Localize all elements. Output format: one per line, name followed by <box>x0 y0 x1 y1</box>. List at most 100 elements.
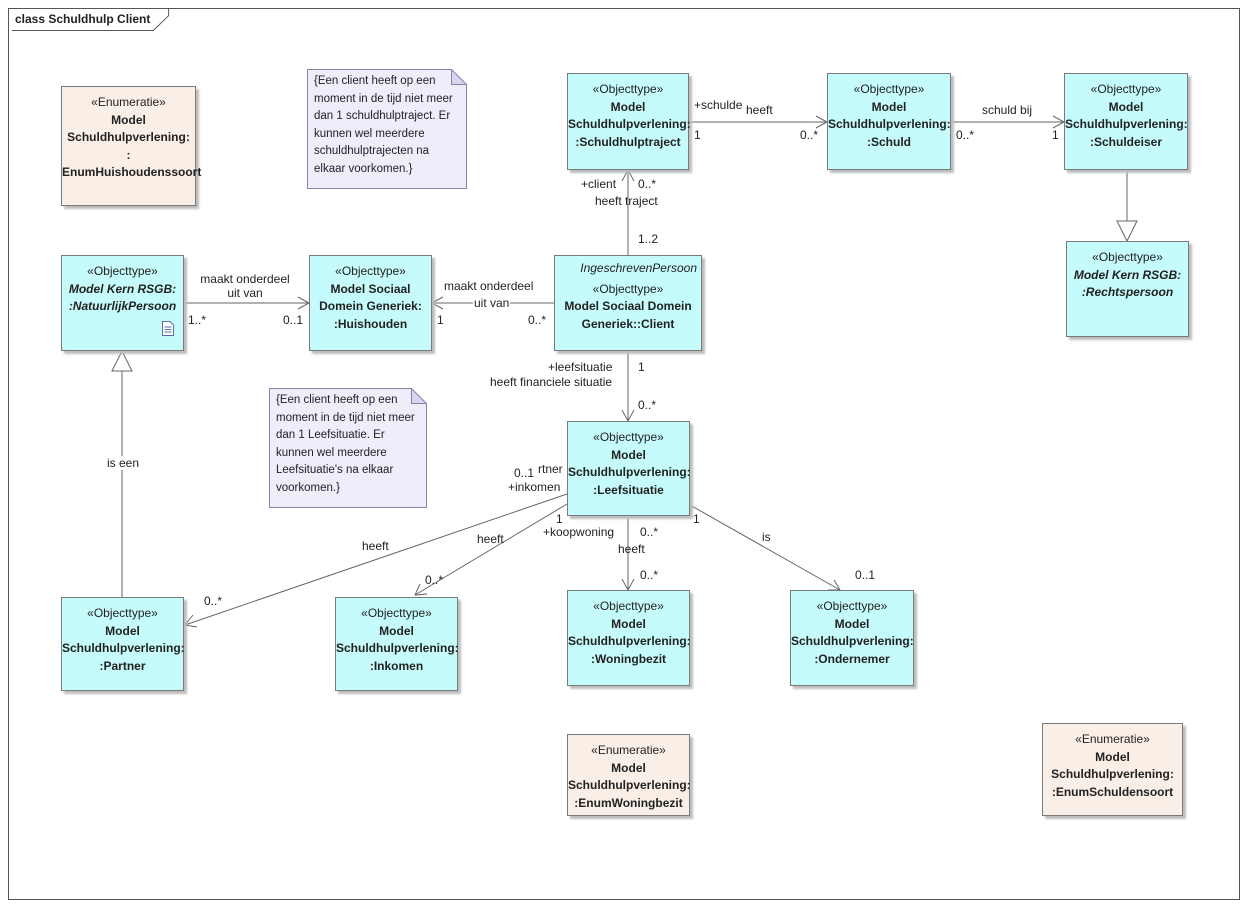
stereotype: «Objecttype» <box>816 599 888 613</box>
enum-schuldensoort[interactable]: «Enumeratie» Model Schuldhulpverlening: … <box>1042 723 1183 816</box>
assoc-leef-inkomen <box>414 503 568 596</box>
multiplicity: 1 <box>1052 128 1059 142</box>
element-name: Model Schuldhulpverlening: :Schuldeiser <box>1065 99 1188 149</box>
note-fold-icon <box>411 388 427 404</box>
stereotype: «Objecttype» <box>1092 250 1163 264</box>
role-partner: rtner <box>538 462 563 476</box>
stereotype: «Objecttype» <box>87 264 158 278</box>
element-name: Model Schuldhulpverlening: :EnumSchulden… <box>1051 749 1174 799</box>
multiplicity: 0..* <box>956 128 975 142</box>
multiplicity: 1 <box>694 128 701 142</box>
diagram-title: class Schuldhulp Client <box>15 12 151 26</box>
element-name: Model Schuldhulpverlening: :Partner <box>62 623 185 673</box>
assoc-label-heeft-inkomen: heeft <box>477 532 504 546</box>
class-leefsituatie[interactable]: «Objecttype» Model Schuldhulpverlening: … <box>567 421 691 516</box>
assoc-label-maakt-onderdeel: maakt onderdeel <box>444 279 534 293</box>
role-inkomen: +inkomen <box>508 480 561 494</box>
enum-huishoudenssoort[interactable]: «Enumeratie» Model Schuldhulpverlening: … <box>61 86 202 206</box>
class-woningbezit[interactable]: «Objecttype» Model Schuldhulpverlening: … <box>567 590 691 686</box>
note-schuldhulptraject[interactable]: {Een client heeft op een moment in de ti… <box>307 69 467 189</box>
generalization-triangle <box>111 349 133 372</box>
multiplicity: 0..* <box>638 177 657 191</box>
stereotype: «Objecttype» <box>361 606 432 620</box>
assoc-leef-ondernemer <box>689 504 841 591</box>
multiplicity: 1 <box>556 512 563 526</box>
stereotype: «Enumeratie» <box>1075 732 1150 746</box>
stereotype: «Objecttype» <box>1090 82 1162 96</box>
class-schuldhulptraject[interactable]: «Objecttype» Model Schuldhulpverlening: … <box>567 73 691 170</box>
stereotype: «Objecttype» <box>593 430 664 444</box>
class-inkomen[interactable]: «Objecttype» Model Schuldhulpverlening: … <box>335 597 459 691</box>
multiplicity: 0..* <box>638 398 657 412</box>
class-rechtspersoon[interactable]: «Objecttype» Model Kern RSGB: :Rechtsper… <box>1066 241 1189 337</box>
stereotype: «Objecttype» <box>87 606 158 620</box>
arrowhead <box>430 296 444 310</box>
assoc-label-uit-van: uit van <box>473 296 511 310</box>
multiplicity: 1 <box>437 313 444 327</box>
multiplicity: 0..1 <box>855 568 876 582</box>
stereotype: «Objecttype» <box>593 599 664 613</box>
multiplicity: 0..* <box>800 128 819 142</box>
generalization-label-is-een: is een <box>106 456 141 470</box>
class-ondernemer[interactable]: «Objecttype» Model Schuldhulpverlening: … <box>790 590 914 686</box>
frame-tab <box>11 8 170 31</box>
element-name: Model Schuldhulpverlening: :Inkomen <box>336 623 459 673</box>
element-name: Model Schuldhulpverlening: : EnumHuishou… <box>62 112 202 180</box>
stereotype: «Objecttype» <box>853 82 925 96</box>
class-client[interactable]: IngeschrevenPersoon «Objecttype» Model S… <box>554 255 702 351</box>
multiplicity: 1..2 <box>638 232 659 246</box>
element-name: Model Kern RSGB: :Rechtspersoon <box>1073 267 1182 300</box>
role-client: +client <box>581 177 617 191</box>
multiplicity: 1 <box>638 360 645 374</box>
role-schulde: +schulde <box>694 98 743 112</box>
element-name: Model Sociaal Domein Generiek: :Huishoud… <box>319 281 422 331</box>
multiplicity: 1 <box>693 512 700 526</box>
role-leefsituatie: +leefsituatie <box>548 360 613 374</box>
multiplicity: 0..1 <box>283 313 304 327</box>
class-partner[interactable]: «Objecttype» Model Schuldhulpverlening: … <box>61 597 185 691</box>
document-icon <box>162 321 174 336</box>
assoc-label-heeft-traject: heeft traject <box>595 194 658 208</box>
class-natuurlijkpersoon[interactable]: «Objecttype» Model Kern RSGB: :Natuurlij… <box>61 255 184 351</box>
multiplicity: 0..* <box>425 573 444 587</box>
note-fold-icon <box>451 69 467 85</box>
assoc-label-schuld-bij: schuld bij <box>982 103 1033 117</box>
multiplicity: 0..* <box>204 594 223 608</box>
stereotype: «Objecttype» <box>335 264 406 278</box>
stereotype: «Enumeratie» <box>91 95 166 109</box>
element-name: Model Schuldhulpverlening: :Woningbezit <box>568 616 691 666</box>
assoc-label-heeft-woning: heeft <box>618 542 645 556</box>
multiplicity: 1..* <box>188 313 207 327</box>
stereotype: «Objecttype» <box>592 281 664 296</box>
class-huishouden[interactable]: «Objecttype» Model Sociaal Domein Generi… <box>309 255 432 351</box>
multiplicity: 0..* <box>640 525 659 539</box>
element-name: Model Schuldhulpverlening: :Schuld <box>828 99 951 149</box>
client-tag: IngeschrevenPersoon <box>580 261 697 275</box>
stereotype: «Enumeratie» <box>591 743 666 757</box>
role-koopwoning: +koopwoning <box>543 525 615 539</box>
multiplicity: 0..1 <box>514 466 535 480</box>
note-leefsituatie[interactable]: {Een client heeft op een moment in de ti… <box>269 388 427 508</box>
assoc-label-heeft: heeft <box>746 103 773 117</box>
assoc-label-heeft-financiele-situatie: heeft financiele situatie <box>490 375 613 389</box>
arrowhead <box>184 614 198 628</box>
assoc-label-is: is <box>762 530 771 544</box>
assoc-label-maakt-onderdeel: maakt onderdeel uit van <box>200 272 290 300</box>
stereotype: «Objecttype» <box>592 82 664 96</box>
element-name: Model Schuldhulpverlening: :Ondernemer <box>791 616 914 666</box>
element-name: Model Sociaal Domein Generiek::Client <box>564 299 692 331</box>
class-schuld[interactable]: «Objecttype» Model Schuldhulpverlening: … <box>827 73 951 170</box>
class-schuldeiser[interactable]: «Objecttype» Model Schuldhulpverlening: … <box>1064 73 1188 170</box>
element-name: Model Schuldhulpverlening: :Leefsituatie <box>568 447 691 497</box>
arrowhead <box>414 583 428 596</box>
enum-woningbezit[interactable]: «Enumeratie» Model Schuldhulpverlening: … <box>567 734 691 816</box>
assoc-leef-partner <box>184 493 568 626</box>
multiplicity: 0..* <box>640 568 659 582</box>
arrowhead <box>621 168 635 182</box>
multiplicity: 0..* <box>528 313 547 327</box>
diagram-frame <box>8 8 1240 900</box>
element-name: Model Schuldhulpverlening: :EnumWoningbe… <box>568 760 691 810</box>
generalization-triangle <box>1116 220 1138 243</box>
assoc-label-heeft-partner: heeft <box>362 539 389 553</box>
